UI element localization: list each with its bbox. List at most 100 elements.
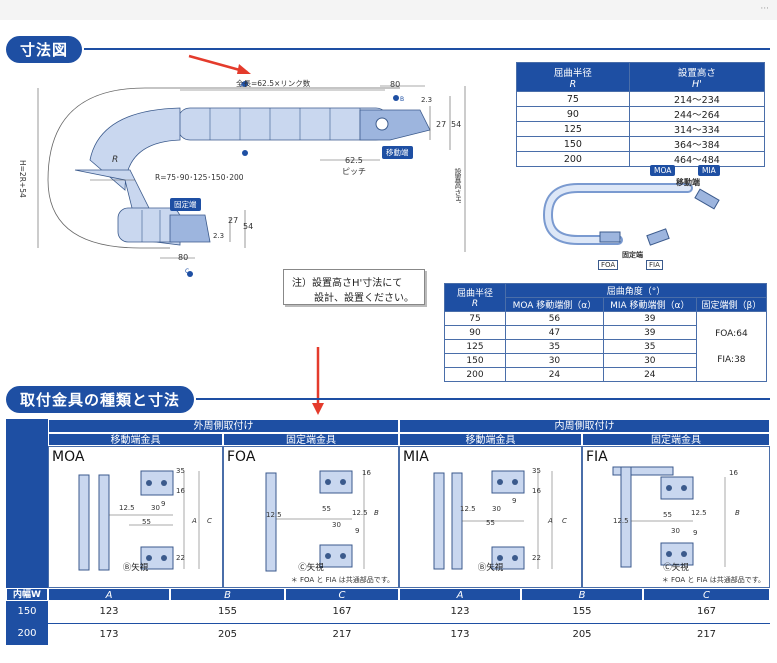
dim-35: 35	[532, 467, 541, 475]
cell: 90	[444, 325, 506, 340]
dim-80-bottom: 80	[178, 253, 189, 262]
panel-title: FIA	[586, 449, 608, 465]
col-radius-header: 屈曲半径	[553, 67, 592, 79]
panel-caption: Ⓒ矢視	[298, 563, 324, 573]
cell: 39	[602, 325, 697, 340]
row-width: 200	[17, 628, 37, 639]
cell: 200	[444, 367, 506, 382]
dim-9: 9	[355, 527, 360, 535]
mark-b: B	[400, 96, 405, 103]
dim-55: 55	[663, 511, 672, 519]
col-height-header: 設置高さ	[677, 67, 716, 79]
inner-mount-header: 内周側取付け	[399, 419, 770, 433]
header-mia: MIA 移動端側（α）	[602, 297, 697, 312]
cell: 125	[444, 339, 506, 354]
inner-fixed-header: 固定端金具	[582, 433, 770, 446]
header-moa: MOA 移動端側（α）	[505, 297, 604, 312]
cell: 47	[505, 325, 604, 340]
dim-9: 9	[512, 497, 517, 505]
cell: 214～234	[628, 91, 766, 107]
dim-12-5: 12.5	[613, 517, 629, 525]
dim-55: 55	[142, 518, 151, 526]
dim-30: 30	[671, 527, 680, 535]
section-rule	[84, 48, 770, 50]
cell: 39	[602, 311, 697, 326]
outer-moving-header: 移動端金具	[48, 433, 223, 446]
cell: 30	[505, 353, 604, 368]
install-height-label: 設置高さH'	[454, 168, 462, 204]
foa-label: FOA	[598, 260, 619, 270]
panel-moa: MOA 35 16 12.5 30 55 9 A C 22 Ⓑ矢視	[48, 446, 223, 588]
fia-label: FIA	[646, 260, 663, 270]
dim-12-5: 12.5	[119, 504, 135, 512]
dim-a: A	[548, 517, 553, 525]
dim-c: C	[207, 517, 212, 525]
dim-55: 55	[486, 519, 495, 527]
dim-9: 9	[693, 529, 698, 537]
cell: 24	[602, 367, 697, 382]
total-length-label: 全長=62.5×リンク数	[236, 79, 311, 88]
red-arrow-1	[188, 54, 251, 74]
dim-22: 22	[176, 554, 185, 562]
dim-9: 9	[161, 500, 166, 508]
cable-chain-diagram	[37, 81, 466, 277]
dim-12-5-right: 12.5	[691, 509, 707, 517]
cell: 173	[450, 629, 470, 640]
panel-title: FOA	[227, 449, 256, 465]
cell: 155	[572, 606, 592, 617]
install-note: 注）設置高さH'寸法にて 設計、設置ください。	[283, 269, 425, 305]
dim-54-bottom: 54	[243, 222, 254, 231]
dim-30: 30	[151, 504, 160, 512]
dim-16: 16	[362, 469, 371, 477]
panel-title: MIA	[403, 449, 429, 465]
section-title: 取付金具の種類と寸法	[6, 385, 195, 413]
col-c-outer: C	[285, 588, 399, 601]
cell: 150	[444, 353, 506, 368]
col-height-sub: H'	[692, 78, 702, 90]
note-line2: 設計、設置ください。	[314, 293, 414, 304]
col-a-outer: A	[48, 588, 170, 601]
mark-a-top: A	[240, 82, 245, 89]
cell: 464～484	[628, 151, 766, 167]
moa-badge: MOA	[650, 165, 676, 176]
dim-12-5: 12.5	[460, 505, 476, 513]
moving-end-badge: 移動端	[382, 146, 413, 159]
radius-mark: R	[112, 155, 119, 165]
col-radius-sub: R	[569, 78, 577, 90]
menu-dots: ···	[760, 4, 769, 14]
dim-2-3-top: 2.3	[421, 96, 433, 104]
cell: 75	[516, 91, 630, 107]
foa-drawing	[265, 470, 365, 572]
cell: 35	[505, 339, 604, 354]
panel-title: MOA	[52, 449, 85, 465]
cell: 35	[602, 339, 697, 354]
row-width: 150	[17, 606, 37, 617]
height-formula: H=2R+54	[18, 160, 27, 198]
mini-moving-end: 移動端	[676, 178, 700, 187]
mia-badge: MIA	[698, 165, 720, 176]
cell: 167	[332, 606, 352, 617]
section-header-fittings: 取付金具の種類と寸法	[6, 385, 770, 413]
cell: 173	[99, 629, 119, 640]
col-b-outer: B	[170, 588, 285, 601]
cell: 123	[99, 606, 119, 617]
dim-12-5: 12.5	[266, 511, 282, 519]
mark-c: C	[185, 268, 190, 275]
width-header: 内幅W	[6, 588, 48, 601]
dim-16: 16	[176, 487, 185, 495]
cell: 30	[602, 353, 697, 368]
mia-drawing	[433, 470, 553, 570]
cell: 200	[516, 151, 630, 167]
foa-angle: FOA:64	[715, 328, 748, 339]
cell: 167	[696, 606, 717, 617]
